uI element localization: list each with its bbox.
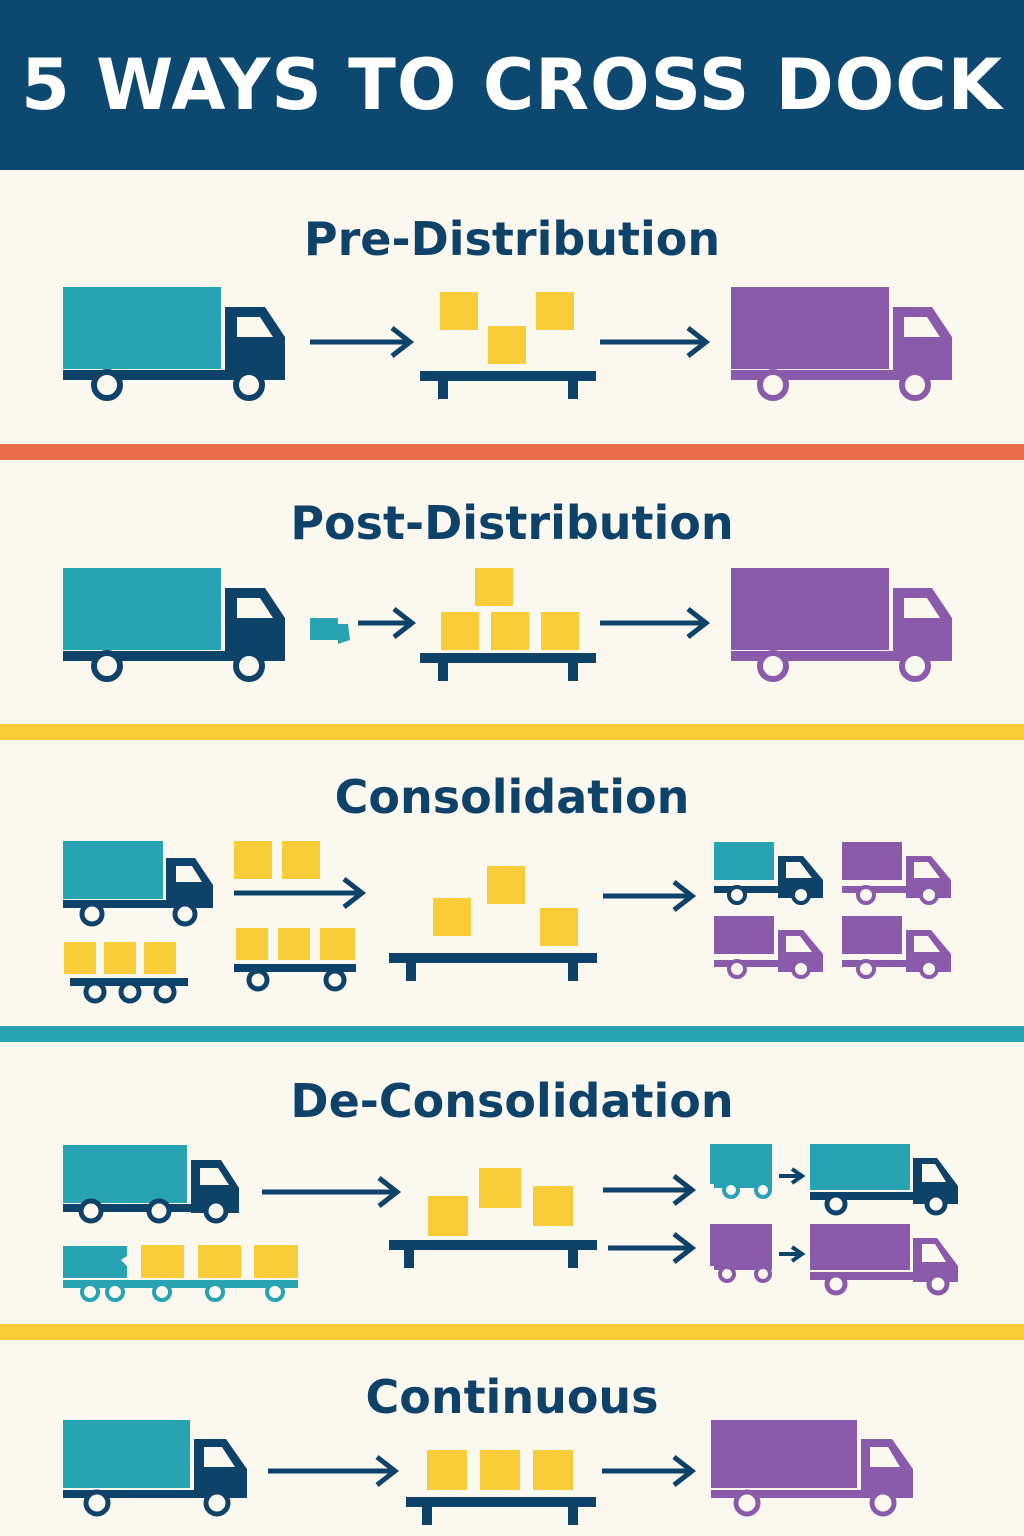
arrow-icon bbox=[262, 1176, 402, 1208]
dock-platform-icon bbox=[420, 568, 596, 681]
dock-platform-icon bbox=[389, 866, 597, 981]
loaded-cart-icon bbox=[64, 942, 188, 1004]
section-de-consolidation: De-Consolidation bbox=[0, 1042, 1024, 1324]
teal-truck-icon bbox=[810, 1144, 958, 1216]
page-title: 5 WAYS TO CROSS DOCK bbox=[21, 44, 1003, 126]
inbound-truck-icon bbox=[63, 841, 213, 927]
purple-truck-icon bbox=[842, 842, 951, 905]
dock-platform-icon bbox=[420, 292, 596, 399]
outbound-truck-icon bbox=[711, 1420, 913, 1517]
arrow-icon bbox=[600, 607, 711, 639]
dock-platform-icon bbox=[389, 1168, 597, 1268]
divider-yellow bbox=[0, 1324, 1024, 1340]
section-title-continuous: Continuous bbox=[365, 1370, 659, 1424]
small-package-icon bbox=[310, 618, 350, 644]
inbound-truck-icon bbox=[63, 287, 285, 401]
post-distribution-flow bbox=[63, 568, 952, 682]
inbound-truck-icon bbox=[63, 568, 285, 682]
section-title-de-consolidation: De-Consolidation bbox=[290, 1074, 734, 1128]
teal-truck-icon bbox=[714, 842, 823, 905]
consolidation-flow bbox=[63, 841, 951, 1004]
section-title-post-distribution: Post-Distribution bbox=[290, 496, 734, 550]
purple-truck-icon bbox=[714, 916, 823, 979]
continuous-flow bbox=[63, 1420, 913, 1525]
de-consolidation-flow bbox=[63, 1144, 958, 1302]
cargo-boxes-icon bbox=[234, 841, 320, 879]
pre-distribution-flow bbox=[63, 287, 952, 401]
inbound-truck-icon bbox=[63, 1145, 239, 1224]
section-pre-distribution: Pre-Distribution bbox=[0, 170, 1024, 444]
purple-truck-icon bbox=[810, 1224, 958, 1296]
arrow-icon bbox=[234, 877, 367, 909]
dock-platform-icon bbox=[406, 1450, 596, 1525]
arrow-icon bbox=[602, 1455, 697, 1487]
loaded-cart-icon bbox=[234, 928, 356, 992]
arrow-icon bbox=[310, 326, 415, 358]
purple-truck-icon bbox=[842, 916, 951, 979]
long-trailer-icon bbox=[63, 1245, 298, 1302]
arrow-icon bbox=[608, 1232, 697, 1264]
arrow-icon bbox=[603, 1174, 697, 1206]
divider-yellow bbox=[0, 724, 1024, 740]
divider-orange bbox=[0, 444, 1024, 460]
section-consolidation: Consolidation bbox=[0, 740, 1024, 1026]
outbound-truck-icon bbox=[731, 568, 952, 682]
arrow-icon bbox=[603, 880, 697, 912]
arrow-icon bbox=[268, 1455, 400, 1487]
section-post-distribution: Post-Distribution bbox=[0, 460, 1024, 724]
teal-trailer-icon bbox=[710, 1144, 772, 1199]
divider-teal bbox=[0, 1026, 1024, 1042]
section-continuous: Continuous bbox=[0, 1340, 1024, 1536]
small-arrow-icon bbox=[779, 1245, 806, 1263]
section-title-pre-distribution: Pre-Distribution bbox=[303, 212, 721, 266]
header-banner: 5 WAYS TO CROSS DOCK bbox=[0, 0, 1024, 170]
outbound-truck-icon bbox=[731, 287, 952, 401]
section-title-consolidation: Consolidation bbox=[334, 770, 690, 824]
inbound-truck-icon bbox=[63, 1420, 247, 1517]
purple-trailer-icon bbox=[710, 1224, 772, 1283]
small-arrow-icon bbox=[779, 1167, 806, 1185]
arrow-icon bbox=[358, 607, 417, 639]
arrow-icon bbox=[600, 326, 711, 358]
